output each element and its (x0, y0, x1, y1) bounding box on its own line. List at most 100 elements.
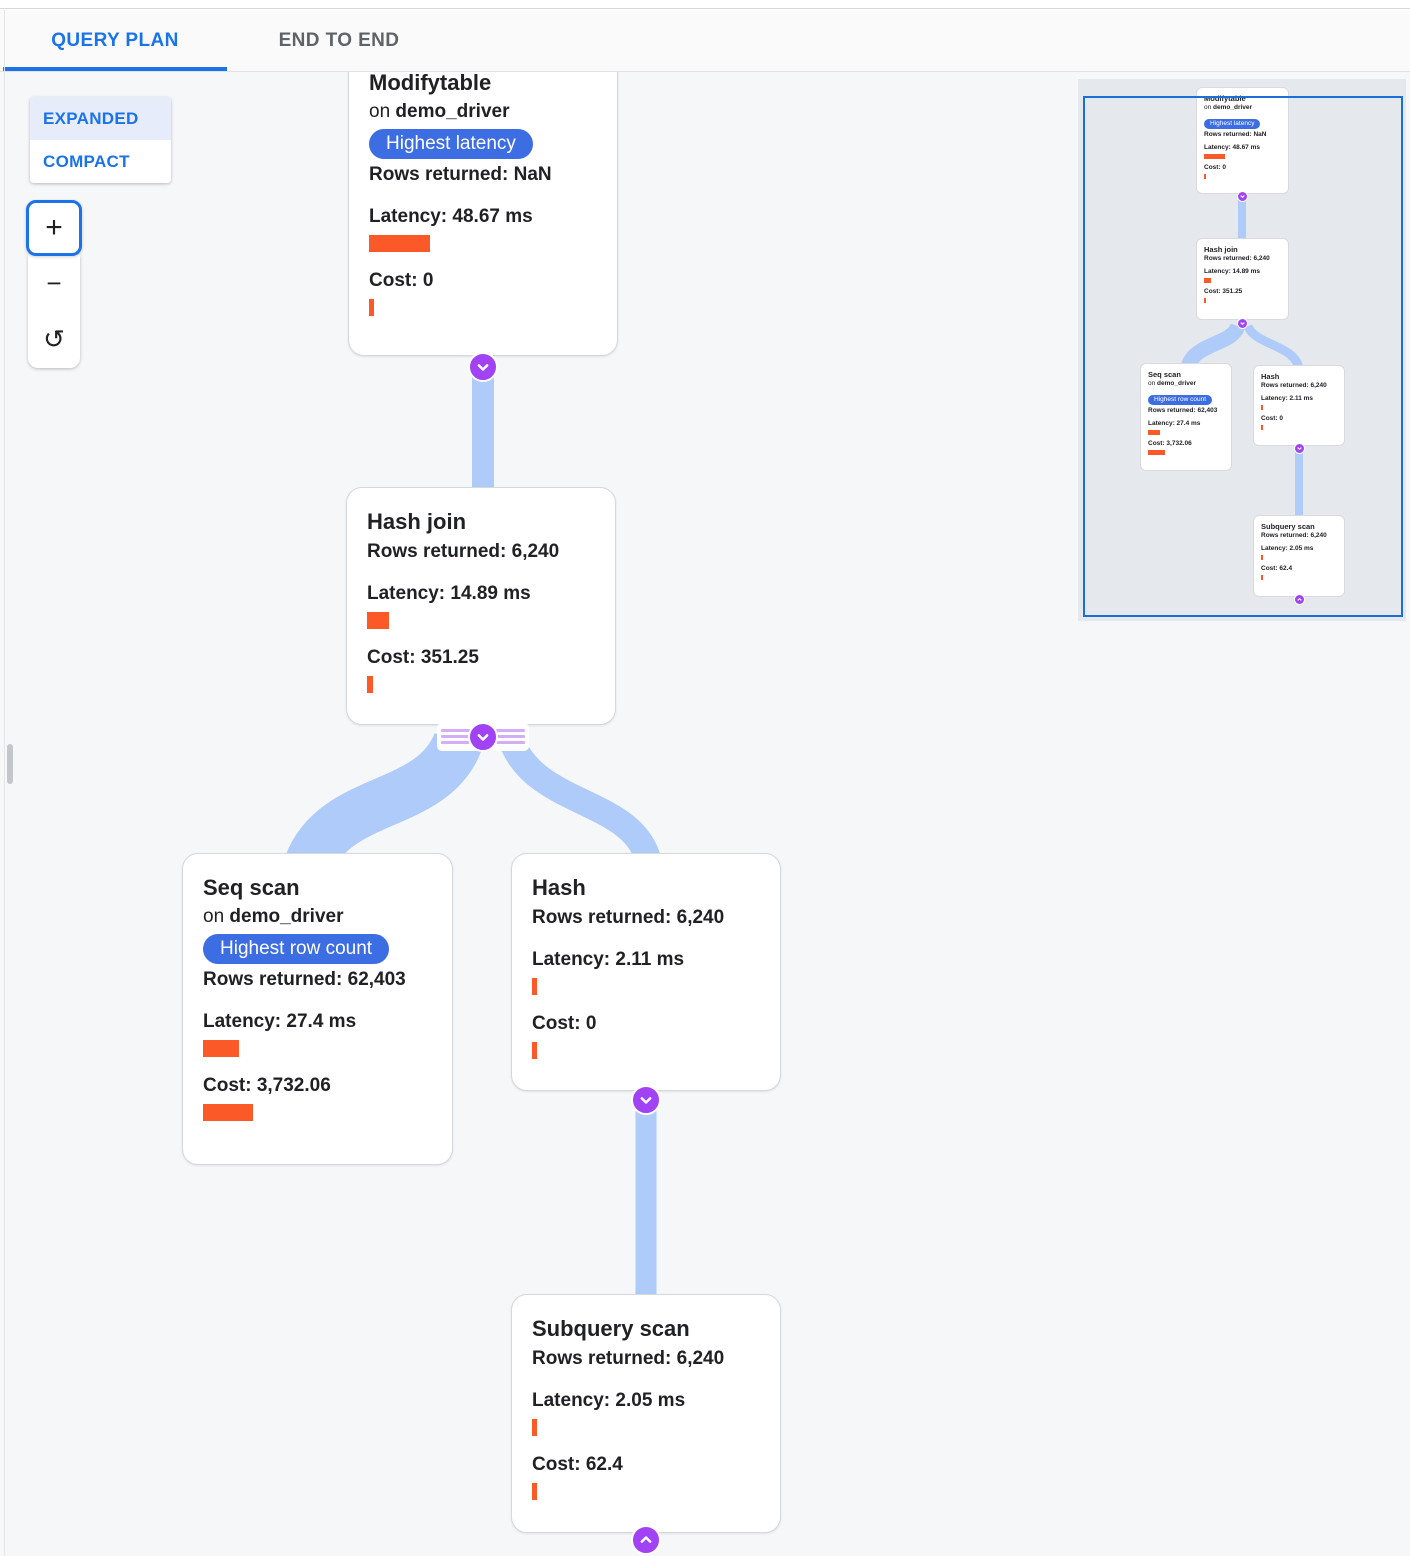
node-table: on demo_driver (369, 101, 510, 122)
node-badge: Highest latency (369, 129, 533, 159)
expand-node-button[interactable] (631, 1085, 661, 1115)
minimap-connector-dot (1293, 442, 1305, 454)
vertical-scrollbar-thumb[interactable] (7, 744, 13, 784)
cost-bar (369, 299, 374, 316)
node-cost-label: Cost: 0 (1261, 415, 1284, 422)
edge-hashjoin-hash (499, 736, 663, 871)
node-cost-label: Cost: 62.4 (532, 1454, 623, 1475)
zoom-out-button[interactable]: − (46, 267, 62, 298)
zoom-control-group: − ↺ (28, 255, 80, 368)
cost-bar (203, 1104, 253, 1121)
cost-bar (367, 676, 373, 693)
node-badge: Highest latency (1204, 119, 1261, 129)
latency-bar (532, 978, 537, 995)
node-table: on demo_driver (1148, 380, 1197, 387)
node-latency-label: Latency: 27.4 ms (1148, 420, 1201, 427)
node-title: Modifytable (369, 72, 492, 95)
node-title: Hash (1261, 372, 1280, 381)
expand-node-button[interactable] (468, 722, 498, 752)
cost-bar (1261, 425, 1263, 430)
node-title: Seq scan (203, 875, 300, 900)
cost-bar (1261, 575, 1263, 580)
view-mode-compact-button[interactable]: COMPACT (30, 140, 171, 183)
minimap-viewport[interactable] (1083, 96, 1403, 617)
node-title: Modifytable (1204, 94, 1246, 103)
node-rows-returned: Rows returned: 62,403 (203, 969, 406, 990)
node-cost-label: Cost: 0 (1204, 164, 1227, 171)
node-latency-label: Latency: 14.89 ms (367, 583, 531, 604)
node-rows-returned: Rows returned: 62,403 (1148, 407, 1218, 414)
latency-bar (1204, 154, 1225, 159)
node-title: Hash (532, 875, 586, 900)
tab-end-to-end[interactable]: END TO END (278, 30, 400, 51)
node-rows-returned: Rows returned: 6,240 (532, 1348, 725, 1369)
node-badge: Highest row count (1148, 395, 1213, 405)
node-rows-returned: Rows returned: 6,240 (1261, 382, 1327, 389)
zoom-in-button[interactable]: + (26, 200, 82, 256)
view-mode-expanded-button[interactable]: EXPANDED (30, 97, 171, 140)
node-table: on demo_driver (1204, 104, 1253, 111)
latency-bar (367, 612, 389, 629)
node-badge: Highest row count (203, 934, 390, 964)
node-rows-returned: Rows returned: NaN (1204, 131, 1267, 138)
node-latency-label: Latency: 2.11 ms (532, 949, 685, 970)
minimap-edges (1180, 189, 1304, 519)
tab-query-plan[interactable]: QUERY PLAN (51, 30, 179, 51)
latency-bar (1148, 430, 1160, 435)
collapse-node-button[interactable] (631, 1525, 661, 1555)
node-title: Hash join (367, 509, 467, 534)
node-rows-returned: Rows returned: 6,240 (367, 541, 560, 562)
node-cost-label: Cost: 3,732.06 (203, 1075, 331, 1096)
cost-bar (1204, 298, 1206, 303)
plan-edges (285, 362, 663, 1302)
latency-bar (1261, 555, 1263, 560)
node-latency-label: Latency: 2.11 ms (1261, 395, 1314, 402)
node-title: Subquery scan (1261, 522, 1315, 531)
node-cost-label: Cost: 62.4 (1261, 565, 1293, 572)
node-title: Hash join (1204, 245, 1238, 254)
cost-bar (1148, 450, 1165, 455)
active-tab-indicator (3, 67, 227, 71)
node-title: Subquery scan (532, 1316, 690, 1341)
latency-bar (369, 235, 430, 252)
cost-bar (1204, 174, 1206, 179)
node-latency-label: Latency: 48.67 ms (369, 206, 533, 227)
node-rows-returned: Rows returned: NaN (369, 164, 552, 185)
cost-bar (532, 1483, 537, 1500)
top-divider (0, 0, 1410, 9)
zoom-reset-button[interactable]: ↺ (43, 324, 65, 355)
cost-bar (532, 1042, 537, 1059)
minimap-connector-dot (1236, 190, 1248, 202)
minimap-connector-dot (1293, 593, 1305, 605)
panel-left-border (4, 10, 5, 1556)
latency-bar (1204, 278, 1211, 283)
minimap-connector-dot (1236, 317, 1248, 329)
node-latency-label: Latency: 14.89 ms (1204, 268, 1261, 275)
node-latency-label: Latency: 27.4 ms (203, 1011, 357, 1032)
latency-bar (1261, 405, 1263, 410)
node-rows-returned: Rows returned: 6,240 (1204, 255, 1270, 262)
node-title: Seq scan (1148, 370, 1181, 379)
view-mode-switch: EXPANDED COMPACT (30, 97, 171, 183)
node-rows-returned: Rows returned: 6,240 (532, 907, 725, 928)
latency-bar (203, 1040, 239, 1057)
node-cost-label: Cost: 351.25 (1204, 288, 1243, 295)
edge-hashjoin-seqscan (285, 731, 482, 875)
node-cost-label: Cost: 0 (532, 1013, 597, 1034)
node-table: on demo_driver (203, 906, 344, 927)
node-latency-label: Latency: 2.05 ms (1261, 545, 1314, 552)
node-rows-returned: Rows returned: 6,240 (1261, 532, 1327, 539)
expand-node-button[interactable] (468, 352, 498, 382)
node-latency-label: Latency: 2.05 ms (532, 1390, 686, 1411)
